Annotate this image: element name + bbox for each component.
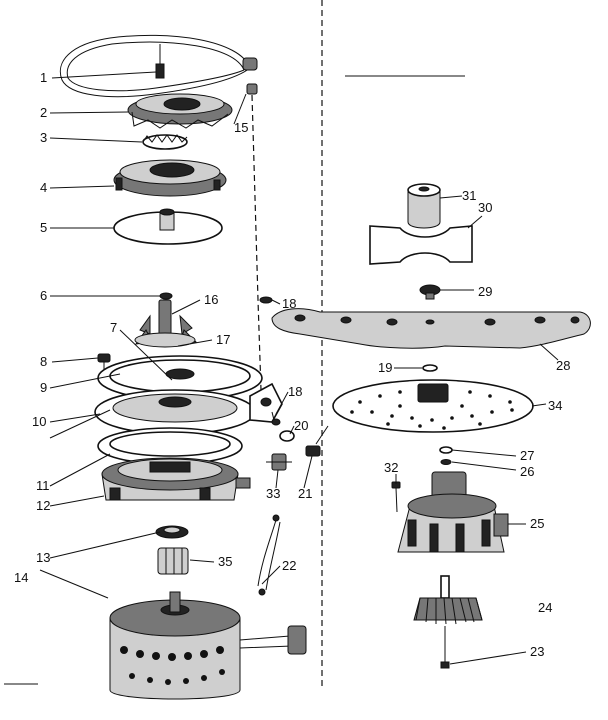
callout-18-upper: 18: [282, 296, 296, 311]
part-22-wire-harness: [257, 514, 281, 596]
part-30-block: [369, 225, 473, 265]
part-24-impeller: [413, 575, 483, 625]
part-13-seal: [155, 525, 189, 539]
part-1-screw: [155, 44, 165, 79]
part-14-motor: [109, 591, 307, 700]
part-29-cap: [419, 284, 441, 300]
part-9-ring: [97, 355, 263, 401]
callout-14: 14: [14, 570, 28, 585]
callout-29: 29: [478, 284, 492, 299]
callout-6: 6: [40, 288, 47, 303]
callout-21: 21: [298, 486, 312, 501]
part-12-pump-base: [101, 457, 251, 501]
part-10-bracket: [94, 382, 283, 435]
part-35-coupling: [157, 547, 189, 575]
callout-16: 16: [204, 292, 218, 307]
callout-24: 24: [538, 600, 552, 615]
callout-32: 32: [384, 460, 398, 475]
part-32-screw: [391, 481, 401, 513]
part-25-pump-housing: [397, 471, 509, 553]
callout-9: 9: [40, 380, 47, 395]
callout-28: 28: [556, 358, 570, 373]
callout-23: 23: [530, 644, 544, 659]
callout-10: 10: [32, 414, 46, 429]
callout-31: 31: [462, 188, 476, 203]
part-26-washer: [440, 459, 452, 465]
part-6-cap: [159, 292, 173, 300]
part-31-cylinder: [407, 183, 441, 229]
callout-27: 27: [520, 448, 534, 463]
part-18-clip-upper: [259, 296, 273, 304]
callout-18-lower: 18: [288, 384, 302, 399]
part-3-small-gear: [142, 134, 188, 150]
callout-4: 4: [40, 180, 47, 195]
callout-19: 19: [378, 360, 392, 375]
part-20-clamp: [279, 430, 295, 442]
callout-35: 35: [218, 554, 232, 569]
callout-25: 25: [530, 516, 544, 531]
part-21-hose-fitting: [305, 425, 329, 457]
callout-12: 12: [36, 498, 50, 513]
part-34-strainer-disc: [332, 379, 534, 433]
callout-34: 34: [548, 398, 562, 413]
callout-13: 13: [36, 550, 50, 565]
callout-8: 8: [40, 354, 47, 369]
callout-3: 3: [40, 130, 47, 145]
part-11-ring: [97, 427, 243, 465]
callout-labels: 1 2 3 4 5 6 7 8 9 10 11 12 13 14 15 16 1…: [14, 70, 570, 659]
part-5-disc-plate: [113, 208, 223, 245]
part-15-fill-tube: [59, 34, 258, 98]
part-2-gear-ring: [127, 93, 233, 129]
leader-35: [189, 559, 215, 563]
callout-2: 2: [40, 105, 47, 120]
part-4-housing: [113, 159, 227, 197]
callout-11: 11: [36, 478, 50, 493]
callout-30: 30: [478, 200, 492, 215]
callout-33: 33: [266, 486, 280, 501]
callout-15: 15: [234, 120, 248, 135]
callout-1: 1: [40, 70, 47, 85]
callout-20: 20: [294, 418, 308, 433]
part-27-washer: [439, 446, 453, 454]
part-33-valve: [266, 453, 292, 471]
part-18-clip-lower: [271, 411, 281, 426]
callout-17: 17: [216, 332, 230, 347]
part-19-washer: [422, 364, 438, 372]
leader-lines: [39, 71, 559, 665]
part-23-bolt: [440, 626, 450, 669]
callout-22: 22: [282, 558, 296, 573]
callout-7: 7: [110, 320, 117, 335]
callout-5: 5: [40, 220, 47, 235]
part-28-spray-arm: [271, 308, 591, 349]
callout-26: 26: [520, 464, 534, 479]
part-16-impeller: [134, 299, 198, 348]
